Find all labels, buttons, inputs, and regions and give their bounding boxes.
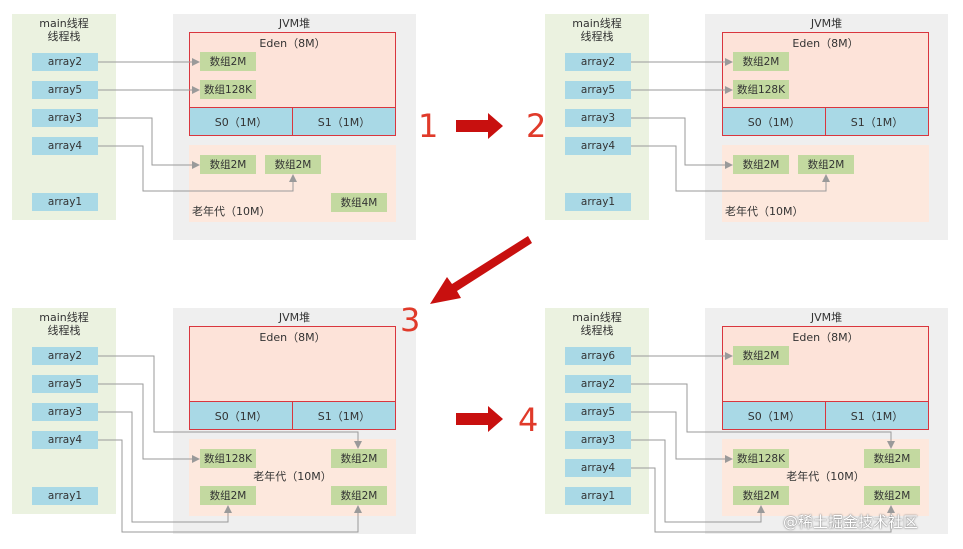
- stack-var: array3: [32, 109, 98, 127]
- step-number-3: 3: [400, 301, 421, 339]
- step-arrow-1-to-2: [456, 113, 503, 139]
- old-object: 数组2M: [331, 449, 387, 468]
- old-gen-label: 老年代（10M）: [192, 205, 271, 218]
- stack-var: array4: [565, 459, 631, 477]
- watermark: @稀土掘金技术社区: [783, 513, 919, 531]
- stack-var: array2: [32, 347, 98, 365]
- stack-var: array1: [565, 193, 631, 211]
- stack-title-line1: main线程: [572, 311, 622, 324]
- survivor-s0: S0（1M）: [189, 401, 293, 430]
- old-object: 数组4M: [331, 193, 387, 212]
- jvm-heap-title: JVM堆: [810, 311, 843, 324]
- eden-label: Eden（8M）: [792, 37, 859, 50]
- stack-title-line2: 线程栈: [47, 324, 81, 337]
- old-object: 数组2M: [200, 155, 256, 174]
- eden-label: Eden（8M）: [259, 331, 326, 344]
- stack-title-line2: 线程栈: [47, 30, 81, 43]
- survivor-s0: S0（1M）: [722, 401, 826, 430]
- step-number-2: 2: [526, 107, 547, 145]
- survivor-s0: S0（1M）: [722, 107, 826, 136]
- step-number-4: 4: [518, 401, 539, 439]
- stack-var: array2: [32, 53, 98, 71]
- stack-title-line1: main线程: [39, 311, 89, 324]
- survivor-s1: S1（1M）: [825, 107, 929, 136]
- step-number-1: 1: [418, 107, 439, 145]
- stack-var: array3: [565, 431, 631, 449]
- survivor-s1: S1（1M）: [292, 107, 396, 136]
- survivor-s0: S0（1M）: [189, 107, 293, 136]
- eden-object: 数组128K: [200, 80, 256, 99]
- eden-object: 数组2M: [733, 346, 789, 365]
- stack-var: array5: [565, 81, 631, 99]
- stack-title-1: main线程 线程栈: [12, 17, 116, 43]
- stack-var: array3: [32, 403, 98, 421]
- stack-var: array3: [565, 109, 631, 127]
- stack-title-2: main线程 线程栈: [545, 17, 649, 43]
- eden-label: Eden（8M）: [792, 331, 859, 344]
- jvm-heap-title: JVM堆: [278, 311, 311, 324]
- old-object: 数组2M: [733, 486, 789, 505]
- old-gen-label: 老年代（10M）: [725, 205, 804, 218]
- stack-title-3: main线程 线程栈: [12, 311, 116, 337]
- jvm-heap-title: JVM堆: [278, 17, 311, 30]
- old-object: 数组2M: [200, 486, 256, 505]
- survivor-s1: S1（1M）: [292, 401, 396, 430]
- old-object: 数组2M: [864, 449, 920, 468]
- survivor-s1: S1（1M）: [825, 401, 929, 430]
- stack-var: array1: [32, 193, 98, 211]
- stack-var: array4: [565, 137, 631, 155]
- old-object: 数组2M: [733, 155, 789, 174]
- stack-var: array5: [32, 375, 98, 393]
- old-object: 数组2M: [331, 486, 387, 505]
- eden-object: 数组2M: [200, 52, 256, 71]
- old-object: 数组128K: [733, 449, 789, 468]
- eden-label: Eden（8M）: [259, 37, 326, 50]
- eden-object: 数组128K: [733, 80, 789, 99]
- stack-var: array5: [32, 81, 98, 99]
- stack-var: array5: [565, 403, 631, 421]
- stack-var: array4: [32, 431, 98, 449]
- old-gen-label: 老年代（10M）: [786, 470, 865, 483]
- stack-var: array2: [565, 375, 631, 393]
- old-object: 数组2M: [798, 155, 854, 174]
- stack-var: array6: [565, 347, 631, 365]
- step-arrow-3-to-4: [456, 406, 503, 432]
- old-object: 数组2M: [864, 486, 920, 505]
- stack-title-line2: 线程栈: [580, 324, 614, 337]
- stack-title-line2: 线程栈: [580, 30, 614, 43]
- stack-var: array4: [32, 137, 98, 155]
- old-object: 数组128K: [200, 449, 256, 468]
- stack-var: array2: [565, 53, 631, 71]
- eden-object: 数组2M: [733, 52, 789, 71]
- stack-title-line1: main线程: [39, 17, 89, 30]
- stack-var: array1: [32, 487, 98, 505]
- jvm-heap-title: JVM堆: [810, 17, 843, 30]
- stack-title-line1: main线程: [572, 17, 622, 30]
- stack-title-4: main线程 线程栈: [545, 311, 649, 337]
- old-object: 数组2M: [265, 155, 321, 174]
- stack-var: array1: [565, 487, 631, 505]
- old-gen-label: 老年代（10M）: [253, 470, 332, 483]
- step-arrow-2-to-3: [430, 236, 532, 304]
